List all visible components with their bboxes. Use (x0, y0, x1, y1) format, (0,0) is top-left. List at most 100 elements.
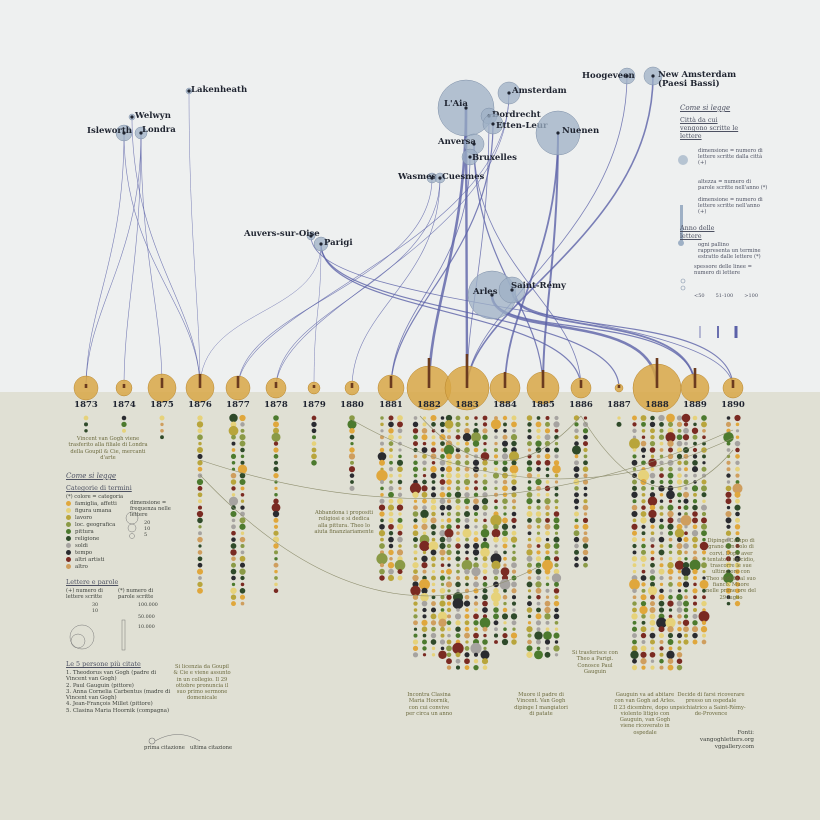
term-dot (583, 473, 588, 478)
term-dot (447, 633, 451, 638)
legend-letters-note: (+) numero di lettere scritte (66, 588, 103, 601)
term-dot (535, 460, 542, 466)
term-dot (659, 646, 664, 651)
term-dot (512, 608, 516, 612)
term-column-1874 (121, 415, 127, 433)
year-label-1888: 1888 (645, 400, 669, 410)
term-dot (464, 646, 470, 651)
term-dot (511, 460, 517, 466)
term-dot (503, 422, 507, 427)
category-item-loc-geografica: loc. geografica (66, 521, 166, 528)
term-dot (502, 447, 508, 453)
year-words-bar-1887 (617, 385, 621, 388)
term-dot (377, 452, 387, 461)
term-dot (480, 547, 490, 558)
term-dot (446, 479, 452, 485)
term-column-1876 (196, 415, 204, 594)
term-column-1877 (228, 413, 248, 607)
term-dot (632, 550, 637, 555)
link-saint-r-my-1890 (511, 289, 734, 389)
term-dot (702, 576, 706, 580)
term-dot (553, 600, 560, 607)
city-label-wasmes: Wasmes (397, 172, 437, 182)
term-dot (659, 652, 664, 657)
term-dot (667, 568, 674, 575)
term-dot (702, 461, 706, 465)
term-dot (491, 560, 501, 570)
category-label: lavoro (75, 514, 93, 521)
term-dot (702, 633, 706, 638)
term-dot (422, 653, 427, 657)
term-column-1887 (616, 416, 622, 427)
year-node-1886: 1886 (569, 377, 593, 410)
term-dot (667, 639, 674, 645)
term-dot (396, 459, 404, 466)
term-dot (230, 587, 237, 594)
term-dot (274, 569, 278, 574)
term-dot (446, 453, 452, 460)
term-dot (446, 639, 452, 645)
term-dot (494, 505, 498, 510)
year-label-1885: 1885 (531, 400, 555, 410)
term-dot (676, 421, 683, 428)
year-node-1878: 1878 (264, 377, 288, 410)
term-dot (553, 517, 560, 524)
term-dot (482, 428, 488, 434)
term-dot (388, 428, 394, 434)
term-dot (502, 485, 508, 492)
term-dot (659, 505, 664, 510)
year-words-bar-1878 (274, 382, 278, 388)
term-dot (413, 614, 418, 619)
term-dot (480, 650, 490, 660)
term-dot (446, 504, 452, 511)
term-dot (197, 473, 203, 478)
term-dot (240, 454, 245, 459)
term-dot (473, 511, 479, 517)
category-label: figura umana (75, 507, 112, 514)
term-dot (464, 665, 470, 670)
term-dot (527, 480, 532, 484)
person-arc-3 (351, 419, 734, 480)
term-dot (511, 415, 517, 421)
term-dot (413, 544, 418, 548)
term-dot (677, 505, 682, 510)
term-dot (632, 473, 637, 479)
term-dot (640, 415, 647, 421)
term-dot (388, 549, 394, 556)
term-dot (412, 491, 419, 498)
term-dot (197, 492, 203, 498)
term-dot (527, 576, 532, 580)
category-label: tempo (75, 549, 93, 556)
term-dot (676, 440, 683, 447)
term-dot (455, 421, 461, 427)
term-dot (240, 601, 245, 606)
city-label-welwyn: Welwyn (134, 111, 171, 121)
term-dot (726, 441, 731, 446)
term-dot (631, 523, 638, 530)
term-dot (527, 441, 532, 447)
term-dot (677, 626, 682, 632)
term-dot (674, 528, 685, 538)
term-dot (734, 537, 741, 543)
term-dot (452, 598, 464, 609)
term-dot (473, 620, 479, 626)
term-dot (440, 633, 445, 638)
term-dot (735, 473, 740, 478)
term-dot (482, 504, 488, 511)
term-dot (725, 498, 732, 505)
term-dot (394, 559, 406, 571)
term-dot (239, 568, 246, 575)
term-dot (240, 499, 245, 503)
term-dot (659, 563, 664, 568)
term-dot (413, 620, 418, 626)
term-dot (311, 428, 317, 434)
term-dot (473, 581, 479, 588)
term-dot (413, 518, 418, 523)
legend-dot-text: ogni pallino rappresenta un termine estr… (698, 241, 761, 261)
term-dot (465, 550, 469, 555)
legend-letters-title: Lettere e parole (66, 578, 119, 587)
term-dot (439, 504, 446, 511)
term-dot (430, 504, 437, 511)
term-dot (397, 415, 403, 421)
term-dot (465, 422, 469, 427)
